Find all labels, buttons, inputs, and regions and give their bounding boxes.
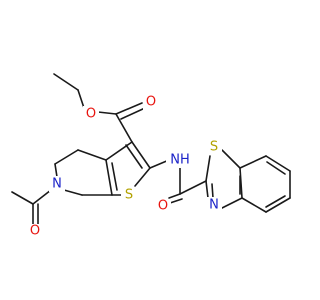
- bond: [77, 89, 85, 109]
- bond: [221, 197, 243, 209]
- amide-oxygen: O: [158, 199, 168, 214]
- bond: [115, 113, 133, 143]
- bond: [32, 189, 52, 205]
- bond: [54, 149, 79, 165]
- bond: [125, 144, 143, 169]
- bond: [221, 149, 241, 169]
- bonds: [11, 73, 291, 225]
- ester-oxygen-carbonyl: O: [146, 95, 156, 110]
- bond: [266, 161, 286, 175]
- acetyl-oxygen: O: [30, 224, 40, 239]
- bond: [115, 102, 143, 115]
- bond: [265, 197, 291, 213]
- bond: [169, 198, 183, 204]
- ester-oxygen-ether: O: [86, 107, 96, 122]
- atom-labels: O O NH O S N O S N: [27, 95, 222, 240]
- bond: [120, 107, 146, 120]
- bond: [241, 197, 267, 213]
- bond: [265, 195, 286, 208]
- ring-nitrogen: N: [52, 177, 62, 192]
- bond: [105, 141, 133, 161]
- bond: [205, 155, 211, 182]
- bond: [134, 167, 151, 187]
- bond: [77, 149, 107, 161]
- amide-nh: NH: [170, 153, 190, 168]
- bond: [168, 193, 181, 199]
- bond: [105, 159, 113, 196]
- bond: [131, 141, 151, 169]
- bond: [111, 162, 118, 191]
- bond: [239, 155, 267, 169]
- bond: [53, 73, 79, 91]
- bond: [265, 155, 291, 172]
- molecule-structure: O O NH O S N O S N: [11, 73, 291, 240]
- thiophene-sulfur: S: [125, 188, 133, 203]
- bond: [239, 167, 243, 199]
- bond: [179, 180, 207, 195]
- bond: [97, 111, 117, 115]
- bond: [205, 180, 209, 199]
- bond: [211, 183, 214, 199]
- benzothiazole-nitrogen: N: [209, 198, 219, 213]
- bond: [11, 191, 34, 205]
- bond: [63, 189, 83, 196]
- bond: [54, 163, 58, 178]
- benzothiazole-sulfur: S: [210, 140, 218, 155]
- bond: [149, 159, 170, 169]
